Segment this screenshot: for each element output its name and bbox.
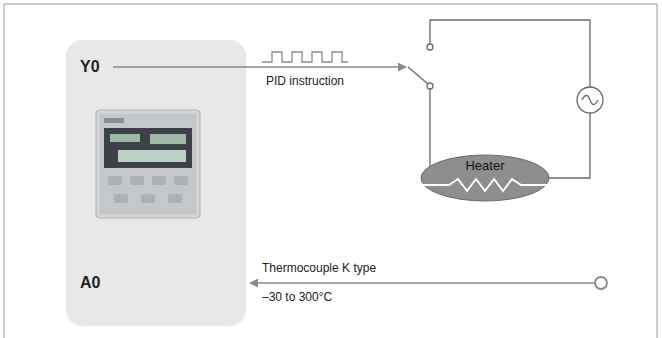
sensor-caption: Thermocouple K type: [262, 262, 376, 276]
heater-element: Heater: [420, 154, 550, 202]
input-arrow: [250, 282, 595, 284]
output-arrow: [113, 66, 406, 68]
controller-panel: [66, 40, 246, 326]
signal-caption: PID instruction: [266, 75, 344, 89]
heater-circuit: [408, 20, 603, 178]
pulse-waveform: [262, 52, 348, 62]
range-caption: –30 to 300°C: [262, 291, 332, 305]
signal-name: A0: [80, 274, 100, 292]
node-label: Heater: [420, 154, 550, 173]
frame: [4, 4, 657, 338]
controller-device: [96, 110, 200, 218]
signal-name: Y0: [80, 58, 100, 76]
thermocouple-probe: [595, 277, 607, 289]
